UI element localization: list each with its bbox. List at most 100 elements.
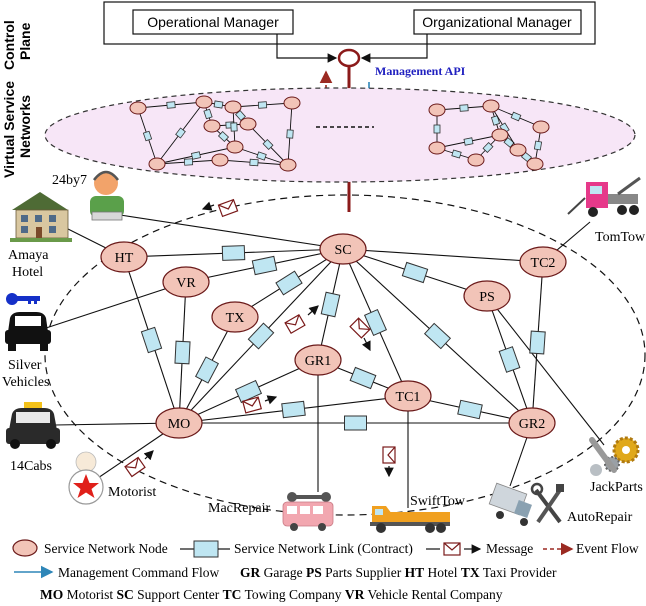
contract-link[interactable] (349, 366, 377, 390)
node-shape (155, 407, 203, 439)
vsn-right-network[interactable] (428, 99, 550, 171)
contract-link[interactable] (529, 330, 546, 355)
contract-link[interactable] (247, 322, 275, 350)
node-vr[interactable]: VR (162, 266, 210, 298)
contract-link[interactable] (401, 261, 429, 284)
vsn-node (129, 101, 147, 115)
contract-link[interactable] (498, 346, 521, 373)
management-api-label: Management API (375, 64, 466, 78)
node-tx[interactable]: TX (211, 301, 259, 333)
legend-abbrev-line2: MO Motorist SC Support Center TC Towing … (40, 587, 503, 602)
contract-link[interactable] (275, 270, 303, 296)
vsn-node (148, 157, 166, 171)
vsn-link (142, 130, 153, 142)
vsn-label-1: Virtual Service (1, 81, 17, 178)
contract-link[interactable] (140, 326, 163, 354)
legend-node-swatch (12, 539, 38, 557)
service-network-links[interactable] (140, 245, 546, 431)
node-label: TC2 (531, 256, 556, 271)
vsn-link (190, 151, 202, 160)
message-icon (124, 456, 146, 478)
node-label: TX (226, 311, 245, 326)
node-shape (211, 301, 259, 333)
vsn-left-network[interactable] (129, 95, 301, 172)
vsn-node (203, 119, 221, 133)
hotel-building-icon (10, 192, 72, 242)
vsn-node (195, 95, 213, 109)
vsn-plane (44, 87, 636, 183)
repair-bus-icon (282, 501, 334, 531)
vsn-label-2: Networks (17, 95, 33, 158)
node-gr2[interactable]: GR2 (508, 407, 556, 439)
contract-link[interactable] (344, 415, 367, 431)
tomtow-truck-icon (567, 176, 641, 217)
vsn-link (235, 109, 246, 122)
contract-link[interactable] (363, 308, 388, 337)
node-shape (100, 241, 148, 273)
vsn-link (463, 137, 474, 146)
legend-message-swatch (443, 542, 461, 556)
vsn-link (490, 115, 501, 126)
vsn-node (224, 100, 242, 114)
node-sc[interactable]: SC (319, 233, 367, 265)
node-mo[interactable]: MO (155, 407, 203, 439)
rental-label-line2: Vehicles (2, 375, 49, 390)
support-operator-label: 24by7 (52, 173, 87, 188)
vsn-node (509, 143, 527, 157)
message-icon (382, 446, 396, 464)
node-label: HT (115, 251, 134, 266)
contract-link[interactable] (221, 245, 246, 261)
contract-link[interactable] (251, 255, 278, 276)
motorist-label: Motorist (108, 485, 156, 500)
vsn-link (257, 101, 268, 109)
vsn-link (533, 140, 543, 151)
contract-link[interactable] (234, 379, 263, 404)
contract-link[interactable] (194, 356, 220, 384)
operational-manager-box[interactable] (132, 9, 294, 35)
vsn-link (286, 129, 294, 139)
management-api-port[interactable] (337, 48, 361, 68)
message-arrow (201, 201, 215, 211)
operational-manager-label: Operational Manager (147, 14, 279, 30)
node-shape (384, 380, 432, 412)
vsn-link (217, 131, 230, 142)
vsn-node (428, 141, 446, 155)
node-shape (319, 233, 367, 265)
contract-link[interactable] (174, 340, 191, 365)
node-ht[interactable]: HT (100, 241, 148, 273)
vsn-link (482, 141, 494, 154)
taxi-label: 14Cabs (10, 459, 52, 474)
contract-link[interactable] (281, 400, 306, 419)
tow-truck-icon (370, 506, 450, 533)
organizational-manager-box[interactable] (413, 9, 582, 35)
legend: Service Network Node Service Network Lin… (12, 539, 639, 602)
key-icon (6, 293, 40, 305)
rental-car-icon (5, 312, 51, 351)
operational-manager-connector (276, 34, 338, 63)
message-icon (217, 199, 239, 217)
vsn-node (239, 117, 257, 131)
vsn-link (256, 151, 267, 161)
vsn-node (526, 157, 544, 171)
vsn-node (467, 153, 485, 167)
motorist-icon (68, 451, 104, 505)
service-truck-icon (488, 482, 532, 526)
message-arrow (361, 337, 371, 352)
vsn-node (226, 140, 244, 154)
node-ps[interactable]: PS (463, 280, 511, 312)
contract-link[interactable] (457, 399, 483, 420)
control-plane-label-1: Control (1, 20, 17, 70)
tools-icon (530, 482, 564, 524)
node-gr1[interactable]: GR1 (294, 344, 342, 376)
vsn-node (428, 103, 446, 117)
vsn-node (532, 120, 550, 134)
contract-link[interactable] (320, 291, 341, 318)
vsn-link (451, 149, 462, 159)
vsn-link (249, 158, 259, 167)
virtual-networks-layer: Virtual Service Networks (1, 81, 636, 183)
node-tc1[interactable]: TC1 (384, 380, 432, 412)
contract-link[interactable] (423, 322, 452, 350)
autorepair-label: AutoRepair (567, 510, 633, 525)
node-tc2[interactable]: TC2 (519, 246, 567, 278)
